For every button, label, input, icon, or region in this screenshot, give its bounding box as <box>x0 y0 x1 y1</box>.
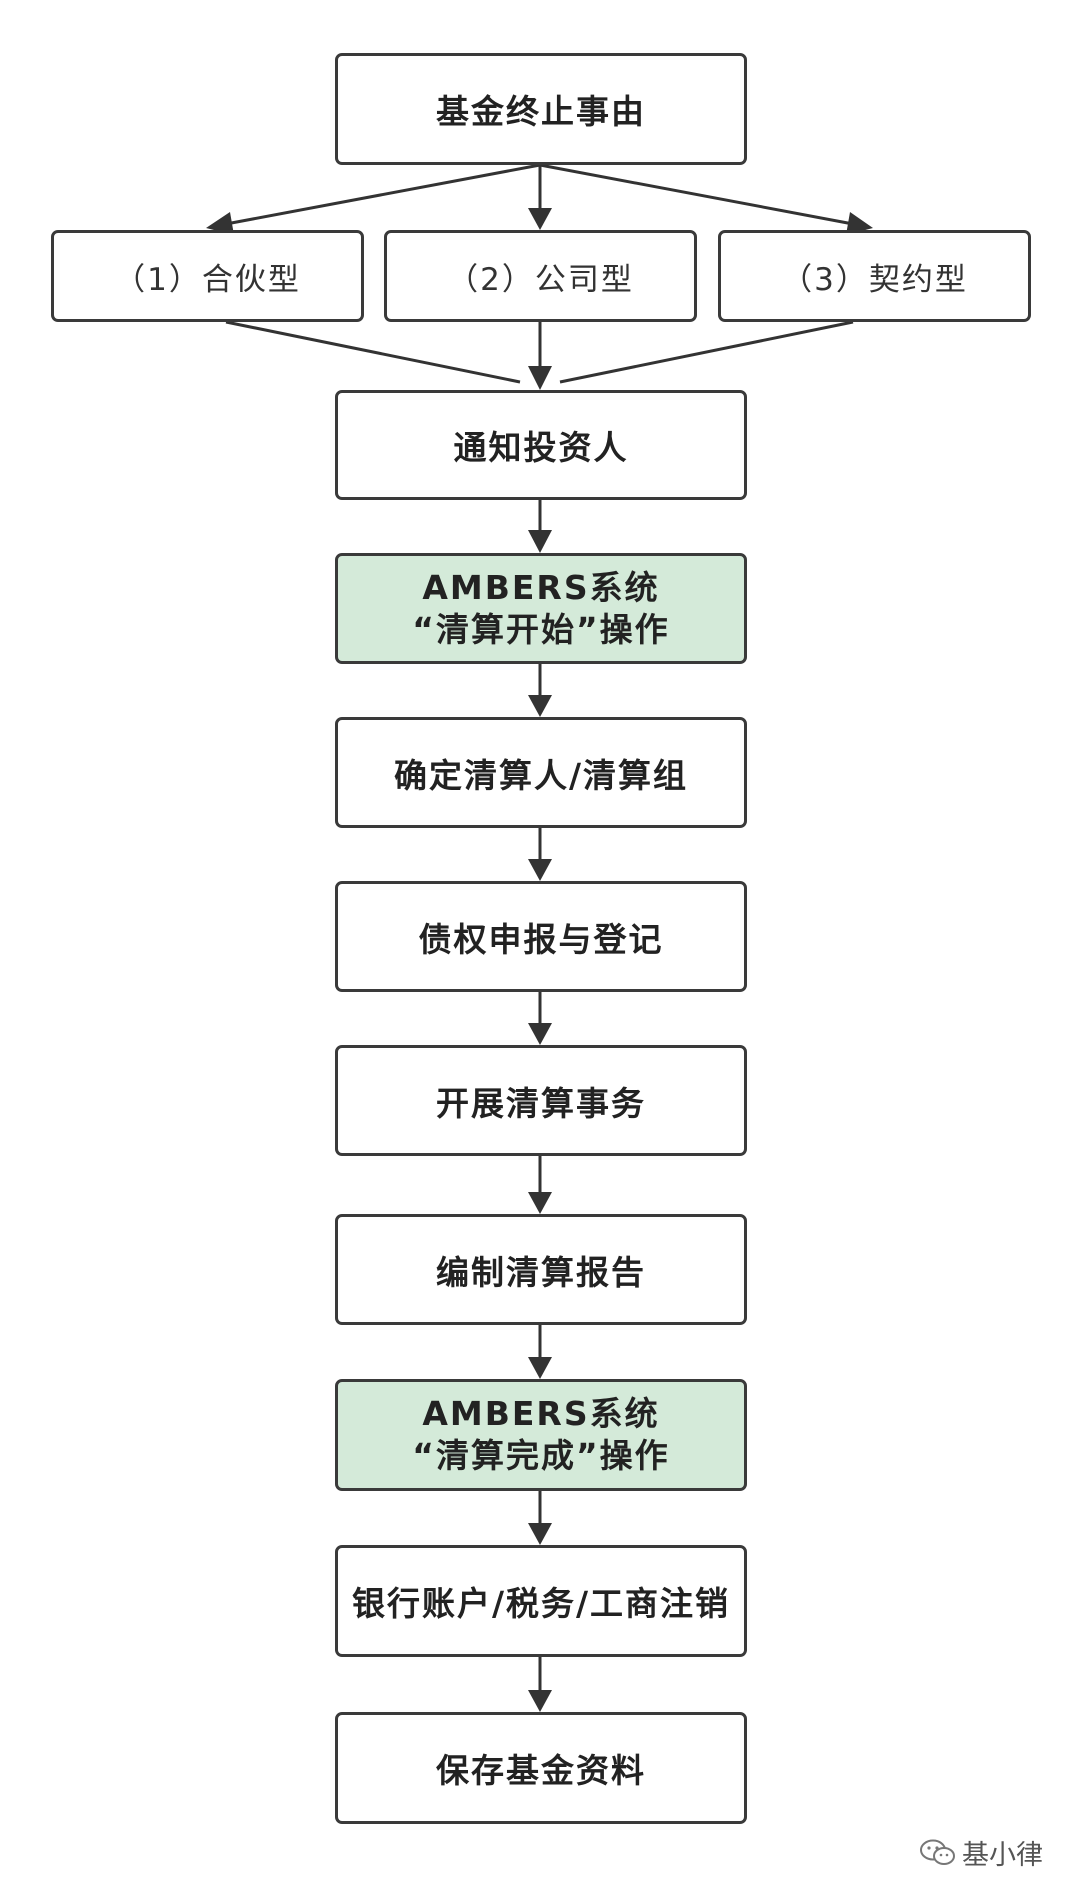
arrowhead-notify <box>528 366 552 390</box>
node-ambers-liquidation-complete-line1: AMBERS系统 <box>422 1394 660 1433</box>
node-liquidation-affairs: 开展清算事务 <box>335 1045 747 1156</box>
node-company-type: （2）公司型 <box>384 230 697 322</box>
arrowhead-liquidator <box>528 695 552 717</box>
arrowhead-ambers-start <box>528 530 552 553</box>
node-notify-investors-label: 通知投资人 <box>453 428 629 467</box>
arrow-start-to-contract <box>539 163 854 226</box>
node-archive-fund-materials-label: 保存基金资料 <box>436 1751 646 1790</box>
node-partnership-type: （1）合伙型 <box>51 230 364 322</box>
arrowhead-affairs <box>528 1023 552 1045</box>
arrowhead-ambers-complete <box>528 1357 552 1379</box>
arrowhead-company <box>528 208 552 230</box>
wechat-icon <box>920 1839 955 1865</box>
node-deregistration-label: 银行账户/税务/工商注销 <box>351 1584 731 1623</box>
node-ambers-liquidation-complete: AMBERS系统 “清算完成”操作 <box>335 1379 747 1491</box>
node-ambers-liquidation-start-line2: “清算开始”操作 <box>412 609 670 649</box>
node-contract-type-label: （3）契约型 <box>781 261 968 298</box>
node-liquidation-report: 编制清算报告 <box>335 1214 747 1325</box>
node-contract-type: （3）契约型 <box>718 230 1031 322</box>
node-termination-reason: 基金终止事由 <box>335 53 747 165</box>
node-termination-reason-label: 基金终止事由 <box>436 92 646 131</box>
node-claims-registration: 债权申报与登记 <box>335 881 747 992</box>
node-claims-registration-label: 债权申报与登记 <box>418 919 664 959</box>
watermark: 基小律 <box>918 1833 1043 1872</box>
node-ambers-liquidation-complete-line2: “清算完成”操作 <box>412 1436 670 1475</box>
node-company-type-label: （2）公司型 <box>447 261 634 298</box>
node-liquidation-affairs-label: 开展清算事务 <box>436 1083 646 1123</box>
node-determine-liquidator-label: 确定清算人/清算组 <box>393 755 689 795</box>
arrow-partnership-to-notify <box>225 320 521 384</box>
arrowhead-claims <box>528 859 552 881</box>
node-ambers-liquidation-start: AMBERS系统 “清算开始”操作 <box>335 553 747 664</box>
arrowhead-contract <box>846 212 873 235</box>
node-deregistration: 银行账户/税务/工商注销 <box>335 1545 747 1657</box>
arrowhead-partnership <box>206 212 234 235</box>
arrowhead-archive <box>528 1690 552 1712</box>
arrowhead-cancel <box>528 1523 552 1545</box>
watermark-text: 基小律 <box>962 1840 1043 1871</box>
arrowhead-report <box>528 1192 552 1214</box>
node-archive-fund-materials: 保存基金资料 <box>335 1712 747 1824</box>
arrow-contract-to-notify <box>559 320 854 384</box>
node-partnership-type-label: （1）合伙型 <box>114 261 301 298</box>
node-notify-investors: 通知投资人 <box>335 390 747 500</box>
node-determine-liquidator: 确定清算人/清算组 <box>335 717 747 828</box>
arrow-start-to-partnership <box>225 163 541 226</box>
node-ambers-liquidation-start-line1: AMBERS系统 <box>422 567 660 607</box>
node-liquidation-report-label: 编制清算报告 <box>436 1252 646 1292</box>
